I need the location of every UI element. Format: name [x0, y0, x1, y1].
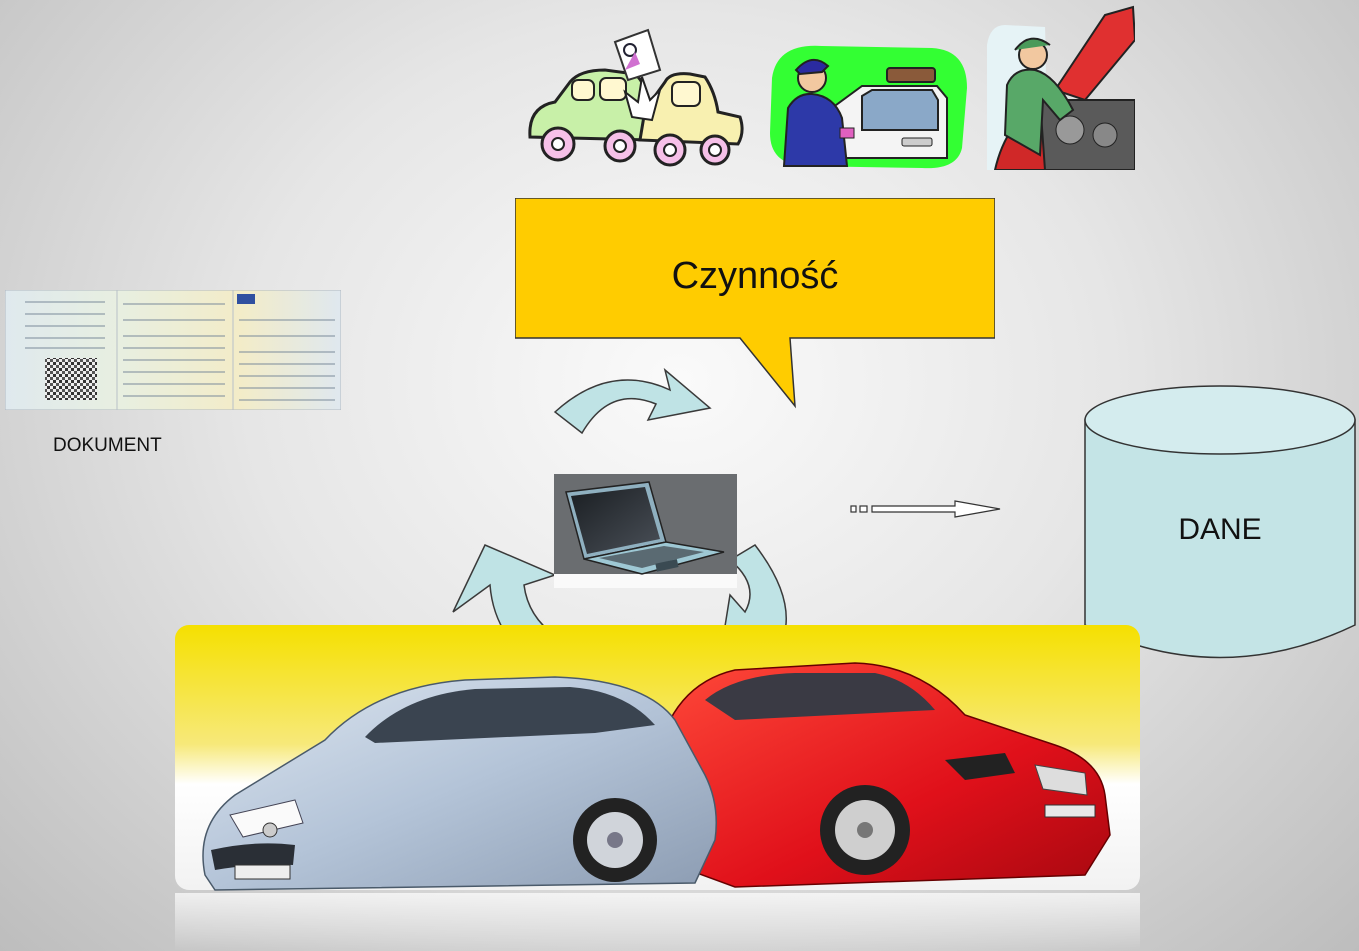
document-label: DOKUMENT	[53, 435, 162, 456]
arrow-to-data	[850, 500, 1001, 518]
arrow-to-action	[553, 367, 712, 435]
action-callout	[515, 198, 995, 409]
database-cylinder-icon	[1084, 385, 1356, 659]
car-crash-clipart-icon	[528, 28, 744, 167]
police-traffic-stop-clipart-icon	[770, 45, 967, 169]
vehicle-registration-document-icon	[5, 290, 341, 410]
mechanic-repair-clipart-icon	[987, 5, 1135, 170]
action-label: Czynność	[671, 254, 839, 297]
cars-banner-image	[175, 625, 1140, 951]
laptop-icon	[554, 474, 737, 588]
data-label: DANE	[1178, 513, 1262, 546]
